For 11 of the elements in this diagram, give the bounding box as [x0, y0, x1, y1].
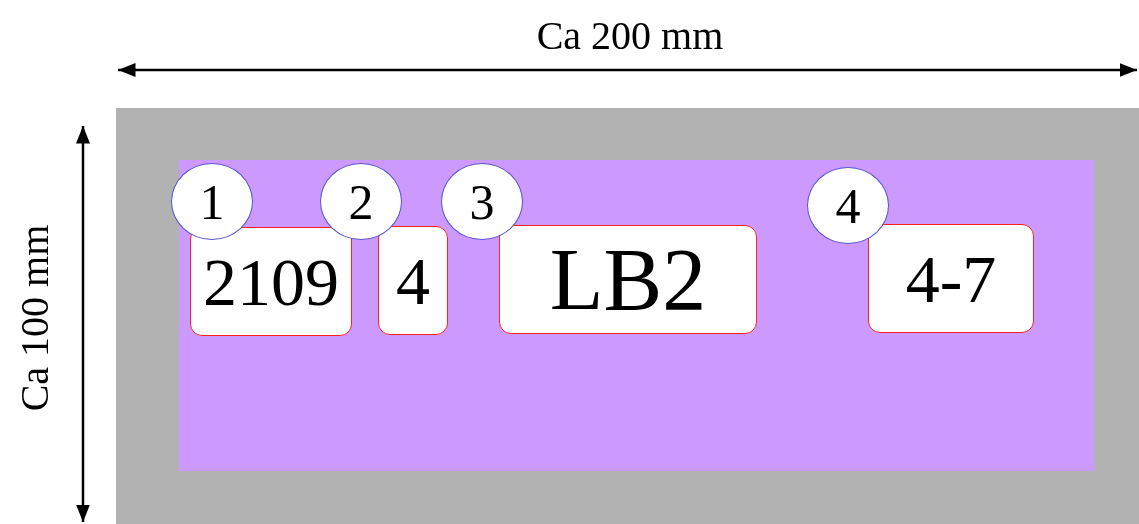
number-plate: 4 [378, 226, 448, 335]
callout-number: 4 [807, 167, 889, 244]
dimension-label: Ca 200 mm [536, 16, 724, 56]
number-plate: 2109 [190, 227, 352, 336]
callout-number: 1 [171, 163, 253, 240]
number-plate: 4-7 [868, 224, 1034, 333]
callout-number: 2 [320, 163, 402, 240]
callout-number: 3 [441, 163, 523, 240]
dimension-label: Ca 100 mm [15, 224, 55, 412]
sign-background [116, 108, 1139, 524]
number-plate: LB2 [499, 225, 757, 334]
